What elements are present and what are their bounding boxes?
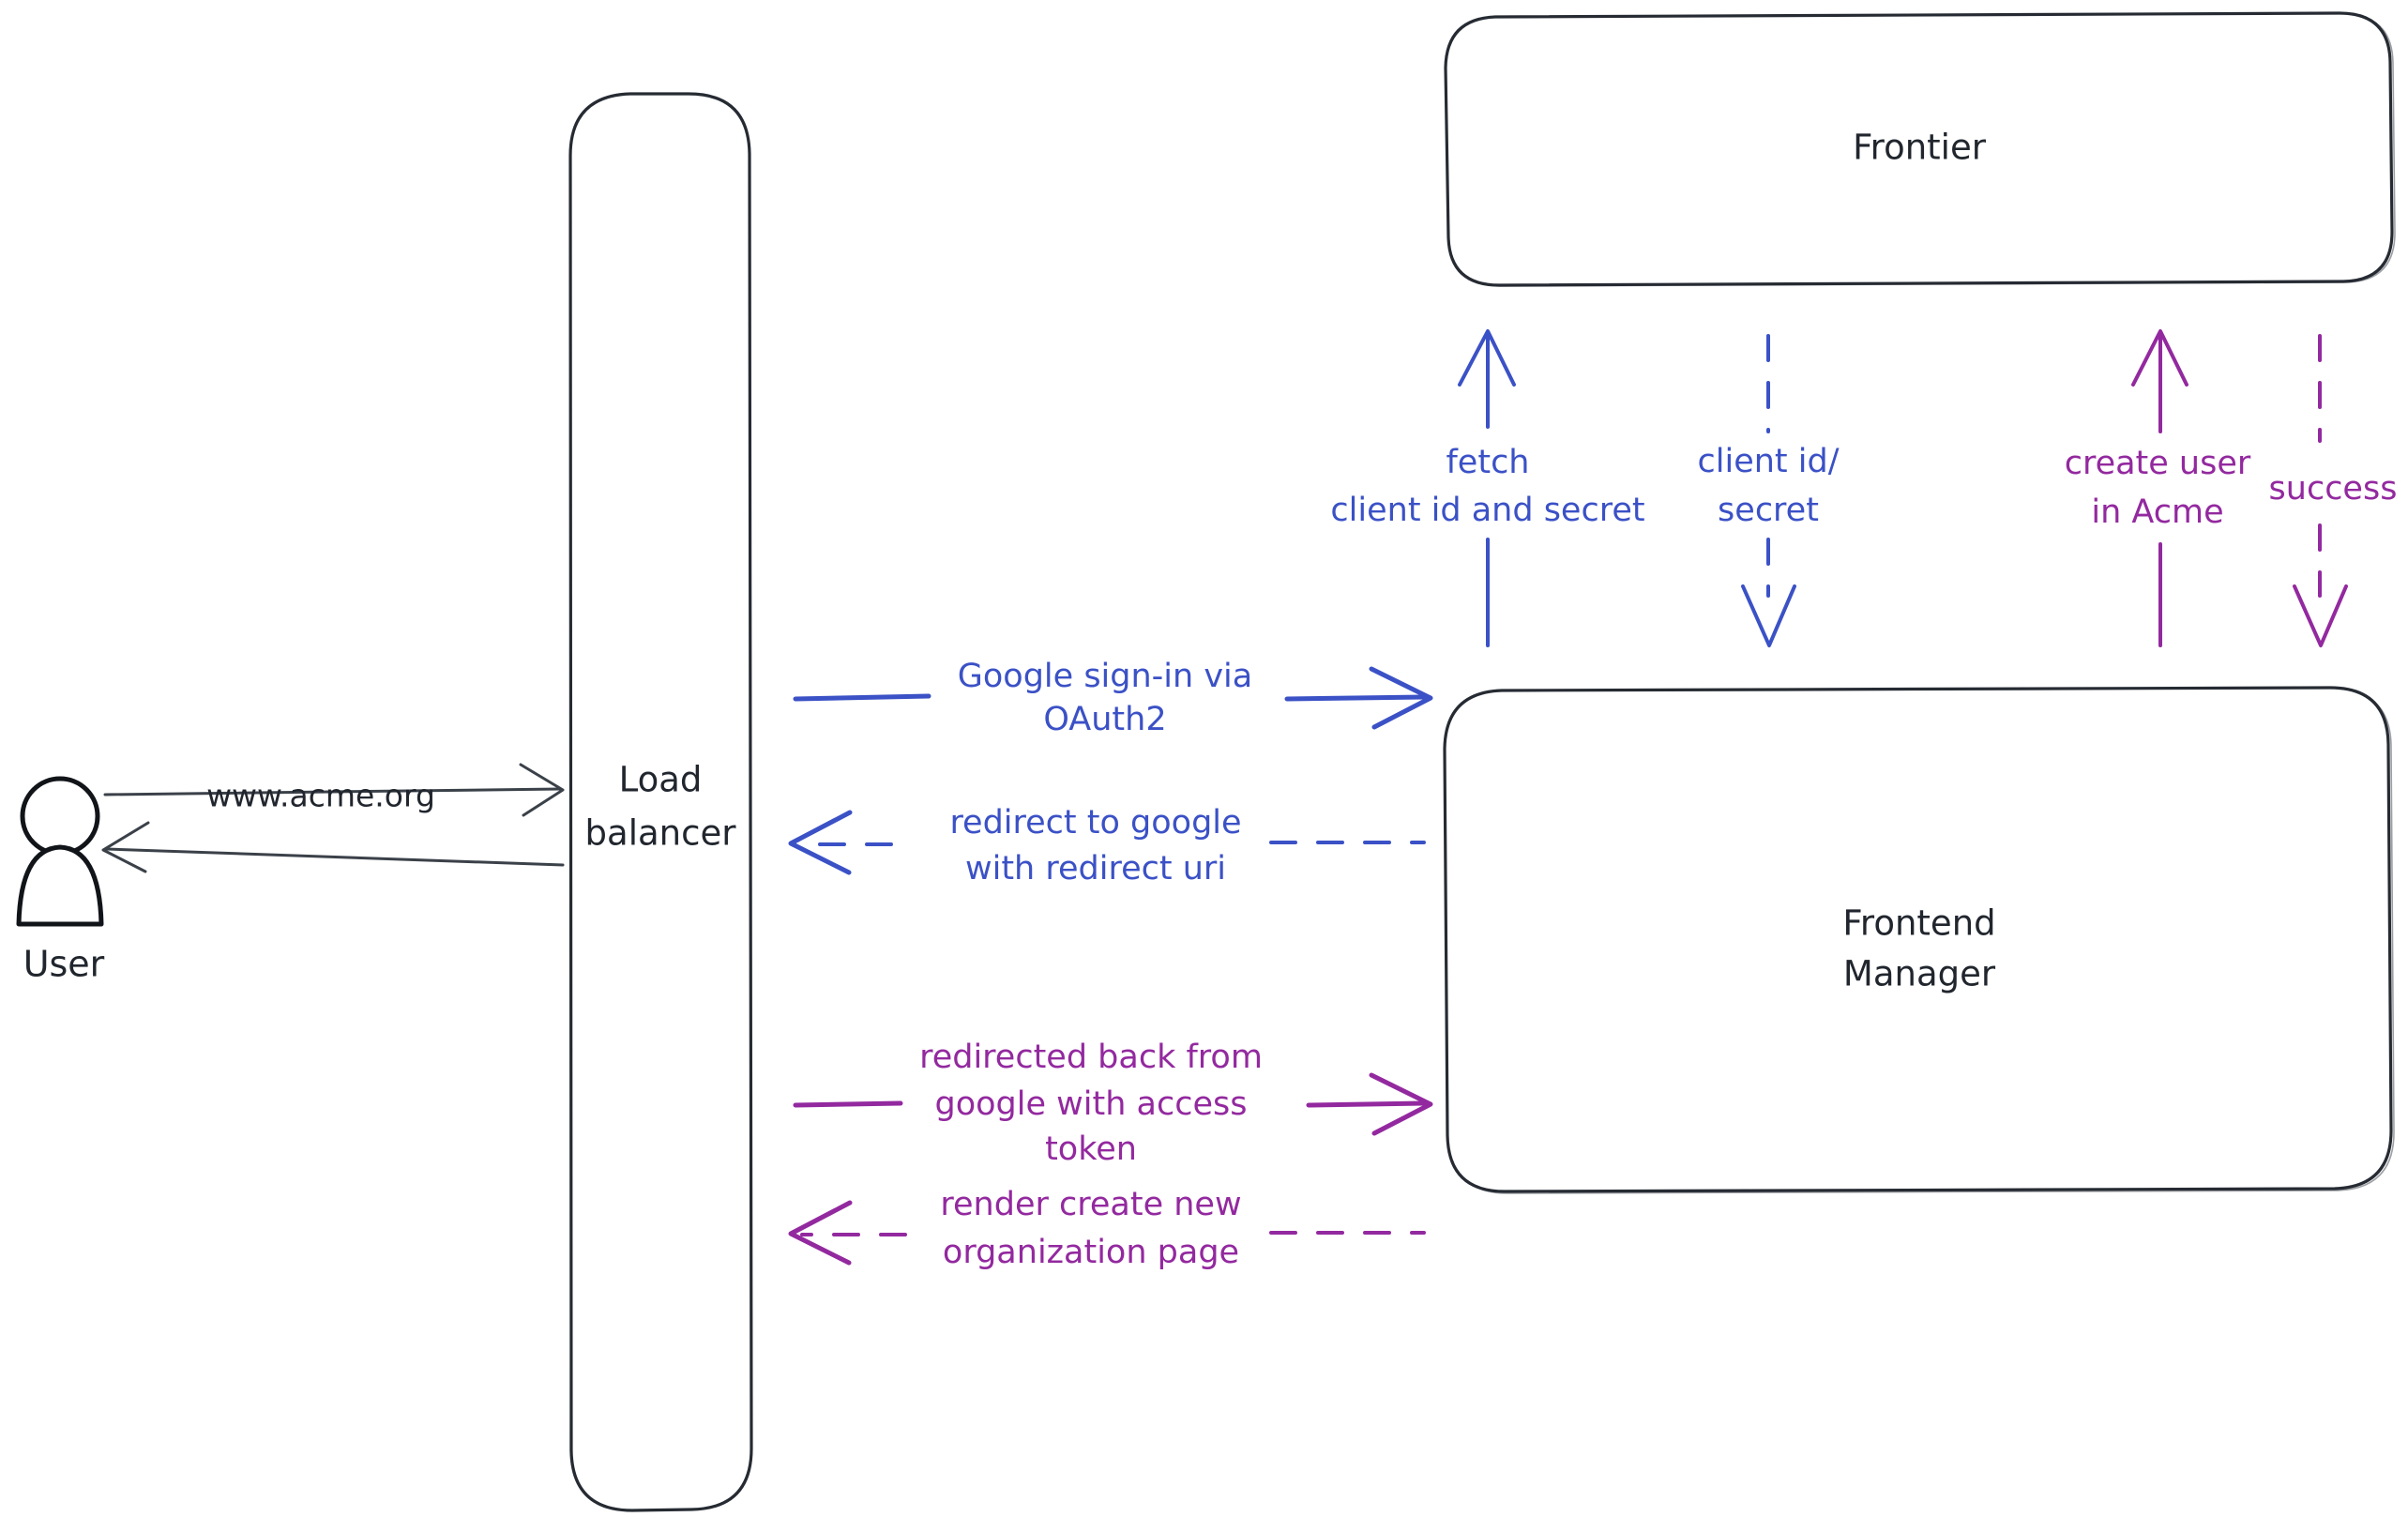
edge-label-fm-to-frontier-create-user-line1: create user bbox=[2065, 445, 2251, 482]
node-user[interactable] bbox=[16, 776, 104, 927]
edge-label-lb-to-fm-signin-line2: OAuth2 bbox=[1043, 701, 1166, 738]
edge-label-fm-to-lb-redirect-line2: with redirect uri bbox=[965, 850, 1226, 887]
node-label-frontend-manager-line2: Manager bbox=[1843, 954, 1996, 994]
edge-fm-to-lb-render bbox=[788, 1200, 1426, 1266]
node-label-load-balancer-line2: balancer bbox=[585, 813, 737, 854]
edge-user-to-lb bbox=[103, 763, 565, 817]
node-label-frontier: Frontier bbox=[1853, 128, 1987, 168]
edge-label-fm-to-lb-render-line2: organization page bbox=[943, 1234, 1239, 1271]
node-load-balancer[interactable] bbox=[568, 92, 753, 1512]
edge-label-lb-to-fm-token-line2: google with access bbox=[935, 1085, 1248, 1123]
edge-label-fm-to-frontier-fetch-line2: client id and secret bbox=[1330, 492, 1644, 529]
edge-label-frontier-to-fm-creds-line2: secret bbox=[1718, 492, 1819, 529]
edge-label-frontier-to-fm-success: success bbox=[2269, 470, 2398, 508]
edge-label-user-to-lb: www.acme.org bbox=[206, 778, 435, 814]
node-label-frontend-manager-line1: Frontend bbox=[1842, 903, 1995, 944]
node-frontend-manager[interactable] bbox=[1443, 686, 2395, 1194]
edge-label-fm-to-lb-render-line1: render create new bbox=[940, 1186, 1241, 1223]
node-label-user: User bbox=[23, 944, 105, 985]
edge-fm-to-frontier-create-user bbox=[2131, 329, 2188, 647]
edge-fm-to-frontier-fetch bbox=[1458, 329, 1516, 647]
edge-fm-to-lb-redirect bbox=[788, 810, 1426, 875]
edge-label-fm-to-lb-redirect-line1: redirect to google bbox=[949, 804, 1241, 842]
edge-lb-to-user bbox=[101, 821, 565, 873]
edge-label-lb-to-fm-token-line1: redirected back from bbox=[919, 1039, 1263, 1076]
edge-label-frontier-to-fm-creds-line1: client id/ bbox=[1698, 443, 1840, 480]
edge-frontier-to-fm-creds bbox=[1741, 334, 1796, 647]
edge-label-fm-to-frontier-create-user-line2: in Acme bbox=[2091, 493, 2223, 531]
edge-label-fm-to-frontier-fetch-line1: fetch bbox=[1446, 444, 1529, 481]
node-label-load-balancer-line1: Load bbox=[619, 760, 703, 800]
edge-label-lb-to-fm-signin-line1: Google sign-in via bbox=[958, 658, 1252, 695]
edge-frontier-to-fm-success bbox=[2293, 334, 2348, 647]
edge-label-lb-to-fm-token-line3: token bbox=[1045, 1130, 1137, 1168]
edge-lb-to-fm-signin bbox=[793, 666, 1433, 730]
node-frontier[interactable] bbox=[1444, 11, 2396, 287]
edge-lb-to-fm-token bbox=[793, 1072, 1433, 1136]
